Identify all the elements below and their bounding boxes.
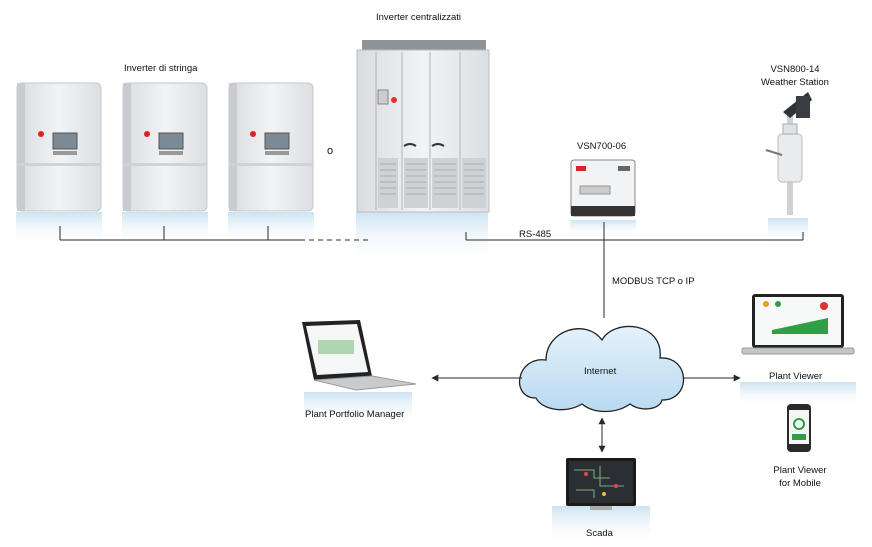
string-inverter-icon (16, 82, 102, 212)
string-inverter-label: Inverter di stringa (124, 63, 198, 74)
central-inverter-cabinet-icon (356, 40, 490, 213)
or-separator-label: o (327, 145, 334, 157)
weather-station-label: Weather Station (761, 77, 829, 88)
laptop-icon (302, 320, 417, 391)
mobile-viewer-sublabel: for Mobile (779, 478, 821, 489)
arrows (431, 374, 741, 453)
floor-reflections (16, 212, 856, 546)
phone-icon (787, 404, 811, 452)
weather-station-model-label: VSN800-14 (770, 64, 820, 75)
scada-label: Scada (586, 528, 613, 539)
string-inverter-icon (122, 82, 208, 212)
central-inverter-label: Inverter centralizzati (376, 12, 462, 23)
monitor-icon (566, 458, 636, 510)
connection-lines (59, 222, 804, 318)
cloud-icon (518, 325, 685, 413)
datalogger-icon (570, 159, 636, 217)
internet-label: Internet (584, 366, 617, 377)
datalogger-label: VSN700-06 (577, 141, 627, 152)
plant-portfolio-label: Plant Portfolio Manager (305, 409, 405, 420)
plant-viewer-label: Plant Viewer (769, 371, 823, 382)
mobile-viewer-label: Plant Viewer (773, 465, 827, 476)
rs485-label: RS-485 (519, 229, 552, 240)
weather-station-icon (765, 92, 812, 215)
monitor-icon (741, 294, 855, 355)
string-inverter-icon (228, 82, 314, 212)
modbus-label: MODBUS TCP o IP (612, 276, 695, 287)
